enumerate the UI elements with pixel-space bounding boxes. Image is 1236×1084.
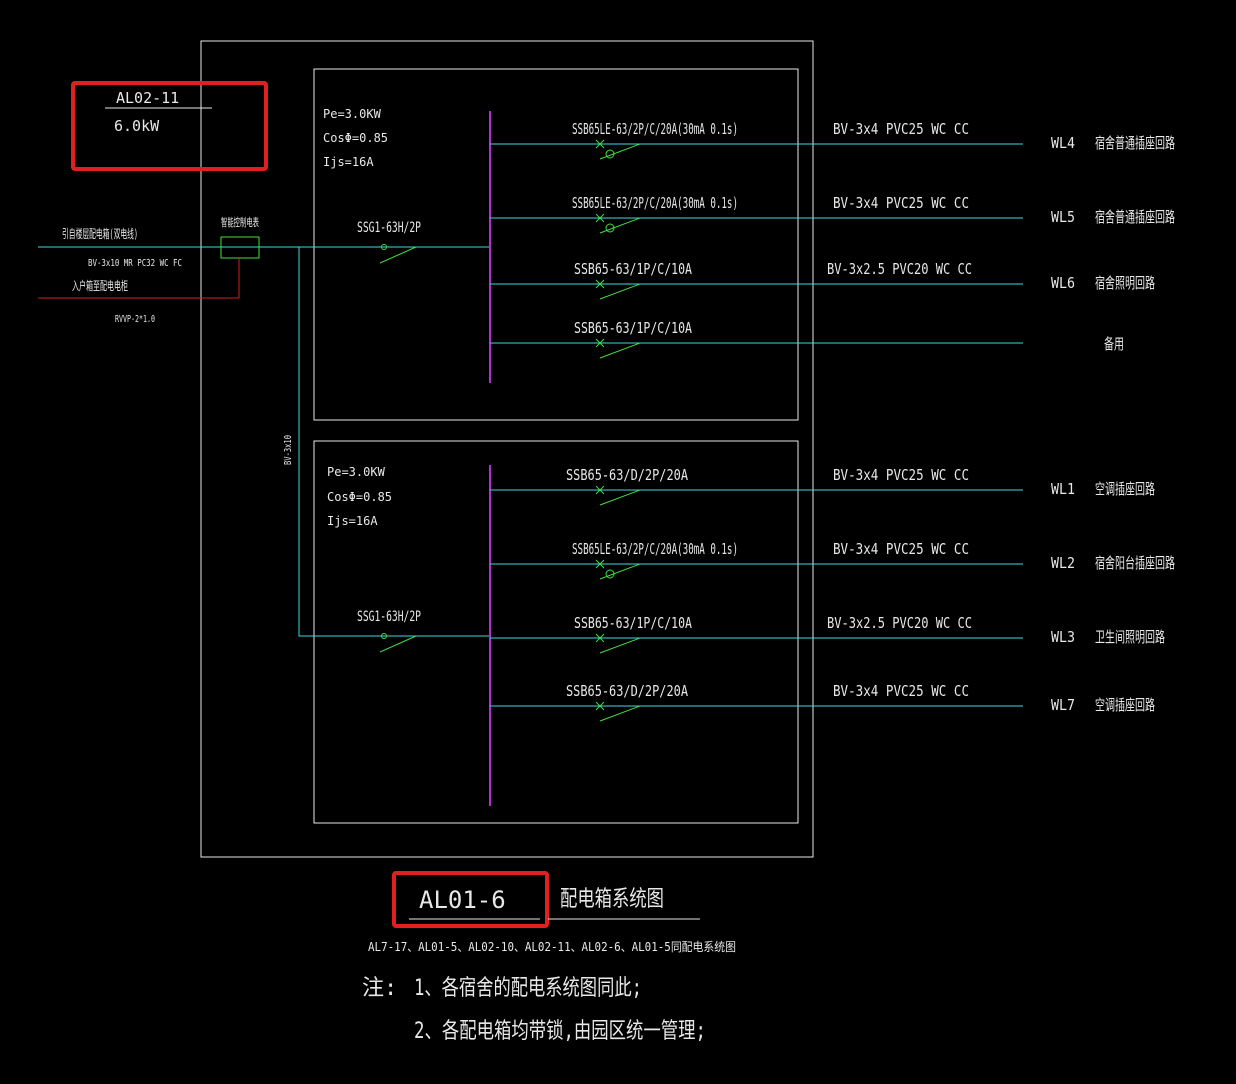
lower-circuits: SSB65-63/D/2P/20A BV-3x4 PVC25 WC CC WL1 空调… [490, 466, 1175, 722]
lower-panel-frame [313, 440, 799, 824]
breaker-symbol [595, 701, 641, 722]
circuit-description: 备用 [1104, 335, 1124, 353]
breaker-label: SSB65-63/1P/C/10A [574, 319, 692, 337]
circuit-row: SSB65-63/1P/C/10A BV-3x2.5 PVC20 WC CC WL6… [490, 260, 1155, 300]
upper-pe: Pe=3.0KW [323, 107, 382, 121]
upper-main-switch [379, 244, 417, 264]
upper-panel-frame [313, 68, 799, 421]
circuit-row: SSB65LE-63/2P/C/20A(30mA 0.1s) BV-3x4 PVC… [490, 120, 1175, 160]
cable-spec: BV-3x4 PVC25 WC CC [833, 466, 969, 484]
panel-tag-id: AL02-11 [116, 89, 179, 107]
circuit-id: WL6 [1051, 274, 1075, 292]
upper-ijs: Ijs=16A [323, 155, 374, 169]
breaker-symbol [595, 279, 641, 300]
enclosure-frame [200, 40, 814, 858]
upper-group: Pe=3.0KW CosΦ=0.85 Ijs=16A SSG1-63H/2P S… [323, 107, 1175, 383]
breaker-label: SSB65-63/D/2P/20A [566, 682, 688, 700]
circuit-row: SSB65-63/1P/C/10A BV-3x2.5 PVC20 WC CC WL3… [490, 614, 1165, 654]
breaker-label: SSB65LE-63/2P/C/20A(30mA 0.1s) [572, 194, 738, 212]
meter-label: 智能控制电表 [221, 215, 259, 229]
meter-symbol [220, 236, 260, 259]
lower-main-breaker: SSG1-63H/2P [357, 609, 421, 625]
lower-cos: CosΦ=0.85 [327, 490, 392, 504]
circuit-row: SSB65LE-63/2P/C/20A(30mA 0.1s) BV-3x4 PVC… [490, 194, 1175, 234]
circuit-id: WL2 [1051, 554, 1075, 572]
lower-pe: Pe=3.0KW [327, 465, 386, 479]
cable-spec: BV-3x4 PVC25 WC CC [833, 682, 969, 700]
upper-main-breaker: SSG1-63H/2P [357, 220, 421, 236]
signal-label: 入户箱至配电电柜 [72, 278, 128, 293]
cable-spec: BV-3x2.5 PVC20 WC CC [827, 260, 972, 278]
circuit-description: 空调插座回路 [1095, 696, 1155, 714]
note-item-2: 2、各配电箱均带锁,由园区统一管理; [414, 1019, 706, 1044]
circuit-description: 宿舍普通插座回路 [1095, 134, 1175, 152]
circuit-description: 空调插座回路 [1095, 480, 1155, 498]
signal-line [38, 258, 240, 299]
breaker-symbol [595, 633, 641, 654]
notes: 注: 1、各宿舍的配电系统图同此; 2、各配电箱均带锁,由园区统一管理; [362, 976, 706, 1044]
panel-tag-power: 6.0kW [114, 117, 160, 135]
lower-ijs: Ijs=16A [327, 514, 378, 528]
incoming-section: 引自楼层配电箱(双电线) 智能控制电表 BV-3x10 MR PC32 WC F… [38, 215, 490, 637]
vertical-feeder-line [298, 247, 490, 637]
title-highlight-box [392, 871, 549, 928]
circuit-id: WL1 [1051, 480, 1075, 498]
circuit-row: SSB65LE-63/2P/C/20A(30mA 0.1s) BV-3x4 PVC… [490, 540, 1175, 580]
cable-spec: BV-3x2.5 PVC20 WC CC [827, 614, 972, 632]
cable-spec: BV-3x4 PVC25 WC CC [833, 540, 969, 558]
rcd-breaker-symbol [595, 213, 641, 234]
title-block: AL01-6 配电箱系统图 AL7-17、AL01-5、AL02-10、AL02… [368, 871, 736, 954]
circuit-row: SSB65-63/D/2P/20A BV-3x4 PVC25 WC CC WL1 空调… [490, 466, 1155, 506]
lower-group: Pe=3.0KW CosΦ=0.85 Ijs=16A SSG1-63H/2P S… [327, 465, 1175, 806]
rcd-breaker-symbol [595, 559, 641, 580]
circuit-row: SSB65-63/1P/C/10A 备用 [490, 319, 1124, 359]
title-id: AL01-6 [419, 886, 506, 914]
vertical-cable-label: BV-3x10 [283, 435, 294, 465]
incoming-cable-spec: BV-3x10 MR PC32 WC FC [88, 258, 182, 269]
circuit-row: SSB65-63/D/2P/20A BV-3x4 PVC25 WC CC WL7 空调… [490, 682, 1155, 722]
circuit-description: 宿舍照明回路 [1095, 274, 1155, 292]
title-subtitle: AL7-17、AL01-5、AL02-10、AL02-11、AL02-6、AL0… [368, 940, 736, 954]
rcd-breaker-symbol [595, 139, 641, 160]
title-name: 配电箱系统图 [560, 887, 664, 912]
breaker-label: SSB65-63/D/2P/20A [566, 466, 688, 484]
breaker-label: SSB65LE-63/2P/C/20A(30mA 0.1s) [572, 120, 738, 138]
note-item-1: 1、各宿舍的配电系统图同此; [414, 976, 642, 1001]
circuit-description: 宿舍阳台插座回路 [1095, 554, 1175, 572]
breaker-symbol [595, 338, 641, 359]
breaker-label: SSB65-63/1P/C/10A [574, 614, 692, 632]
cable-spec: BV-3x4 PVC25 WC CC [833, 194, 969, 212]
panel-tag-highlight-box [71, 81, 268, 171]
upper-cos: CosΦ=0.85 [323, 131, 388, 145]
signal-cable: RVVP-2*1.0 [115, 314, 155, 325]
circuit-id: WL4 [1051, 134, 1075, 152]
cable-spec: BV-3x4 PVC25 WC CC [833, 120, 969, 138]
panel-tag: AL02-11 6.0kW [71, 81, 268, 171]
circuit-id: WL5 [1051, 208, 1075, 226]
circuit-description: 卫生间照明回路 [1095, 628, 1165, 646]
circuit-id: WL7 [1051, 696, 1075, 714]
circuit-description: 宿舍普通插座回路 [1095, 208, 1175, 226]
upper-circuits: SSB65LE-63/2P/C/20A(30mA 0.1s) BV-3x4 PVC… [490, 120, 1175, 359]
lower-main-switch [379, 633, 417, 653]
circuit-id: WL3 [1051, 628, 1075, 646]
breaker-label: SSB65-63/1P/C/10A [574, 260, 692, 278]
breaker-label: SSB65LE-63/2P/C/20A(30mA 0.1s) [572, 540, 738, 558]
breaker-symbol [595, 485, 641, 506]
notes-label: 注: [362, 976, 397, 1001]
incoming-source-label: 引自楼层配电箱(双电线) [62, 226, 138, 241]
